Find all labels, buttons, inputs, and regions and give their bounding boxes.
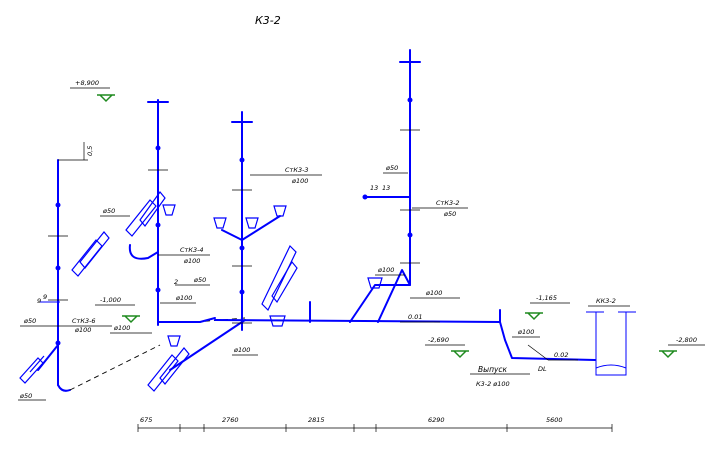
dim-13b: 13 — [382, 184, 390, 192]
dim-segment-3: 2815 — [308, 416, 325, 424]
diam-label: ø100 — [175, 294, 192, 302]
dim-13a: 13 — [370, 184, 378, 192]
diam-label: ø50 — [193, 276, 206, 284]
slope-label: 0.01 — [408, 313, 422, 321]
riser-stk3-4: ø50 СтК3-4 ø100 ø100 ø50 2 ø100 — [71, 99, 246, 392]
diam-label: ø50 — [102, 207, 115, 215]
well-label: КК3-2 — [596, 297, 616, 305]
level-l3-value: -2,690 — [428, 336, 449, 344]
diam-label: ø100 — [291, 177, 308, 185]
dim-segment-4: 6290 — [428, 416, 445, 424]
riser-label-stk3-6: СтК3-6 — [72, 317, 96, 325]
level-l4-value: -2,800 — [676, 336, 697, 344]
riser-stk3-6: 0,5 9 9 ø50 СтК3-6 ø100 ø50 — [18, 142, 112, 401]
dim-9b: 9 — [37, 297, 41, 305]
level-triangle-icon — [525, 312, 543, 321]
outlet-label: Выпуск — [478, 365, 508, 374]
level-triangle-icon — [97, 94, 115, 103]
diam-label: ø50 — [385, 164, 398, 172]
diam-label: ø100 — [113, 324, 130, 332]
level-mark-top: +8,900 — [70, 79, 115, 103]
dimension-chain: 675 2760 2815 6290 5600 — [137, 416, 613, 432]
dim-segment-1: 675 — [140, 416, 152, 424]
riser-label-stk3-2: СтК3-2 — [436, 199, 460, 207]
diam-label: ø50 — [23, 317, 36, 325]
main-collector: ø100 ø100 0.01 ø100 0.02 DL Выпуск К3-2 … — [214, 266, 596, 388]
riser-label-stk3-4: СтК3-4 — [180, 246, 204, 254]
dl-label: DL — [538, 365, 547, 373]
riser-label-stk3-3: СтК3-3 — [285, 166, 309, 174]
riser-stk3-2: ø50 13 13 СтК3-2 ø50 — [362, 49, 468, 286]
diam-label: ø100 — [517, 328, 534, 336]
outlet-sub-label: К3-2 ø100 — [476, 380, 510, 388]
level-triangle-icon — [122, 315, 140, 324]
riser-stk3-3: СтК3-3 ø100 ø100 — [213, 111, 322, 356]
dim-0-5: 0,5 — [86, 146, 94, 156]
level-mark-l2: -1,165 — [525, 294, 570, 321]
diam-label: ø100 — [74, 326, 91, 334]
diam-label: ø100 — [377, 266, 394, 274]
diam-label: ø100 — [233, 346, 250, 354]
dim-2: 2 — [174, 278, 178, 286]
level-l1-value: -1,000 — [100, 296, 121, 304]
dim-9a: 9 — [43, 293, 47, 301]
diam-label: ø100 — [425, 289, 442, 297]
level-l2-value: -1,165 — [536, 294, 557, 302]
diam-label: ø50 — [19, 392, 32, 400]
level-triangle-icon — [659, 350, 677, 359]
level-mark-l4: -2,800 — [659, 336, 705, 359]
level-mark-l1: -1,000 — [95, 296, 140, 324]
drawing-title: К3-2 — [255, 14, 281, 27]
cleanout-dashed-line — [69, 344, 161, 391]
dim-segment-5: 5600 — [546, 416, 563, 424]
level-top-value: +8,900 — [75, 79, 99, 87]
slope-label: 0.02 — [554, 351, 568, 359]
diam-label: ø50 — [443, 210, 456, 218]
diam-label: ø100 — [183, 257, 200, 265]
well-kk3-2: КК3-2 — [586, 297, 636, 376]
level-mark-l3: -2,690 — [425, 336, 469, 359]
dim-segment-2: 2760 — [222, 416, 239, 424]
level-triangle-icon — [451, 350, 469, 359]
hidden-pipe-dashed — [195, 317, 246, 323]
